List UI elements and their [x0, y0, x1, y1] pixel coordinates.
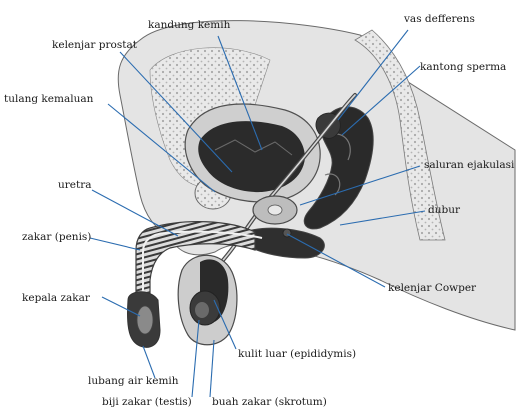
label-kelenjar-prostat: kelenjar prostat [52, 39, 138, 51]
label-vas-defferens: vas defferens [403, 13, 475, 25]
label-saluran-ejakulasi: saluran ejakulasi [424, 159, 515, 171]
label-uretra: uretra [58, 179, 92, 191]
label-biji-zakar: biji zakar (testis) [102, 396, 192, 408]
label-kepala-zakar: kepala zakar [22, 292, 91, 304]
label-buah-zakar: buah zakar (skrotum) [212, 396, 327, 408]
label-zakar-penis: zakar (penis) [22, 231, 91, 243]
label-lubang-air-kemih: lubang air kemih [88, 375, 179, 387]
label-kantong-sperma: kantong sperma [420, 61, 506, 73]
label-tulang-kemaluan: tulang kemaluan [4, 93, 94, 105]
label-dubur: dubur [428, 204, 461, 216]
label-kelenjar-cowper: kelenjar Cowper [388, 282, 477, 294]
label-kulit-luar: kulit luar (epididymis) [238, 348, 356, 360]
label-kandung-kemih: kandung kemih [148, 19, 231, 31]
